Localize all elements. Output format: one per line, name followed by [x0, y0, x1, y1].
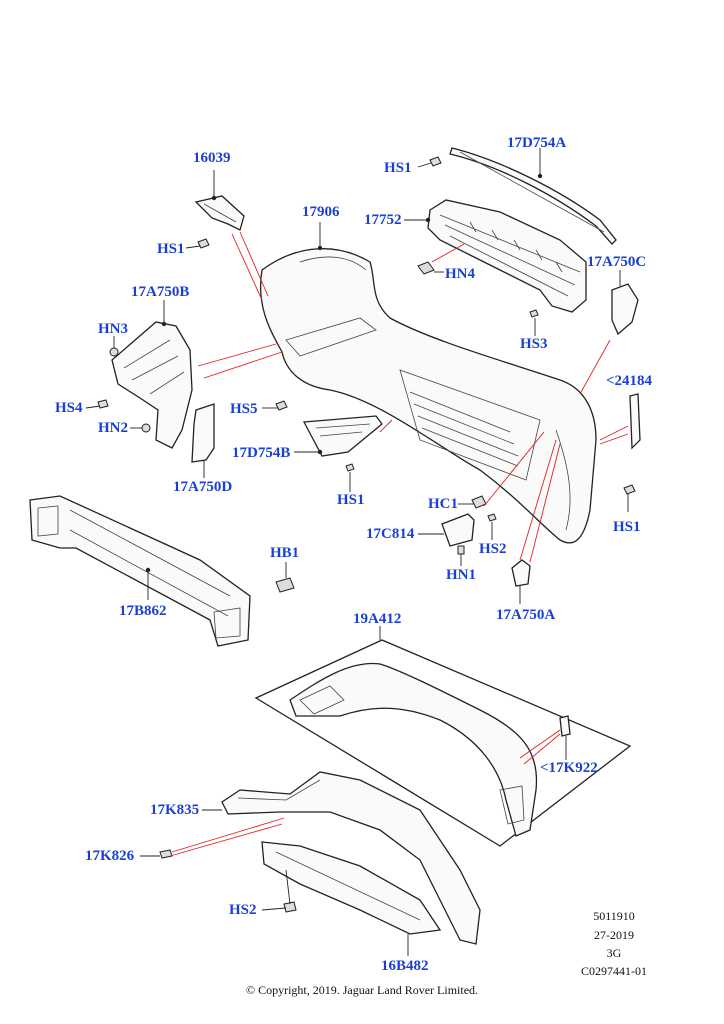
screw-hs2-bottom [261, 869, 297, 913]
label-hn2: HN2 [98, 420, 128, 436]
screw-hs4 [85, 399, 109, 409]
part-17c814 [418, 513, 475, 547]
doc-number: 5011910 [593, 909, 635, 923]
label-hs3: HS3 [520, 336, 548, 352]
label-17c814: 17C814 [366, 526, 415, 542]
label-17k835: 17K835 [150, 802, 200, 818]
part-17d754a [449, 147, 617, 245]
part-16b482 [261, 841, 442, 956]
label-hs1-bracket: HS1 [157, 241, 185, 257]
label-16b482: 16B482 [381, 958, 429, 974]
label-hs5: HS5 [230, 401, 258, 417]
reference-lines [169, 231, 629, 857]
label-hc1: HC1 [428, 496, 458, 512]
label-24184: <24184 [606, 373, 653, 389]
label-hn1: HN1 [446, 567, 476, 583]
label-hs2-bottom: HS2 [229, 902, 257, 918]
part-17b862 [29, 495, 251, 647]
screw-hs1-right [623, 484, 636, 512]
part-17d754b [294, 415, 383, 457]
label-hs1-top: HS1 [384, 160, 412, 176]
label-hn4: HN4 [445, 266, 475, 282]
screw-hs1-bracket [185, 238, 210, 249]
label-17906: 17906 [302, 204, 340, 220]
screw-hs3 [529, 309, 539, 336]
label-16039: 16039 [193, 150, 231, 166]
screw-hs1-top [417, 156, 442, 168]
part-17k922 [559, 715, 571, 760]
label-17a750d: 17A750D [173, 479, 233, 495]
label-17752: 17752 [364, 212, 402, 228]
clip-hc1 [458, 495, 487, 509]
label-17d754b: 17D754B [232, 445, 291, 461]
part-17752 [404, 199, 587, 313]
label-hs4: HS4 [55, 400, 83, 416]
part-17a750a [511, 559, 531, 604]
nut-hn3 [109, 336, 119, 357]
label-17a750b: 17A750B [131, 284, 190, 300]
part-17906 [259, 222, 597, 544]
label-17b862: 17B862 [119, 603, 167, 619]
doc-illustration-id: C0297441-01 [581, 964, 647, 978]
nut-hn1 [457, 545, 465, 566]
part-24184 [629, 393, 641, 450]
label-17d754a: 17D754A [507, 135, 567, 151]
label-hs2-mid: HS2 [479, 541, 507, 557]
doc-date: 27-2019 [594, 928, 634, 942]
nut-hn2 [130, 423, 151, 433]
clip-hn4 [417, 261, 444, 275]
label-17k826: 17K826 [85, 848, 135, 864]
part-19a412 [254, 626, 632, 847]
part-17a750c [611, 270, 639, 336]
copyright-notice: © Copyright, 2019. Jaguar Land Rover Lim… [245, 983, 479, 997]
screw-hs5 [262, 400, 288, 411]
part-17a750d [191, 403, 215, 478]
label-17k922: <17K922 [540, 760, 598, 776]
label-hn3: HN3 [98, 321, 128, 337]
doc-revision: 3G [606, 946, 622, 960]
label-hs1-right: HS1 [613, 519, 641, 535]
clip-17k826 [140, 849, 173, 859]
part-16039 [194, 170, 245, 231]
screw-hs1-mid [345, 463, 355, 492]
label-hs1-mid: HS1 [337, 492, 365, 508]
part-17a750b [111, 300, 193, 449]
label-19a412: 19A412 [353, 611, 402, 627]
label-17a750a: 17A750A [496, 607, 556, 623]
screw-hs2-mid [487, 513, 497, 540]
label-hb1: HB1 [270, 545, 300, 561]
part-17k835 [202, 771, 481, 945]
label-17a750c: 17A750C [587, 254, 647, 270]
bolt-hb1 [275, 562, 295, 593]
